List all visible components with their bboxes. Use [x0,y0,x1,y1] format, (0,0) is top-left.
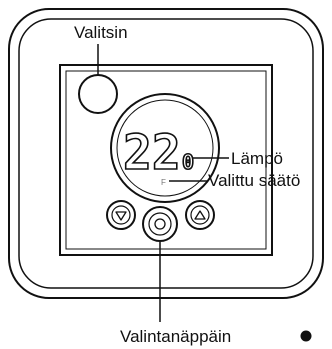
down-arrow-icon [115,211,127,221]
selector-knob[interactable] [78,74,118,114]
display-ring-inner [116,99,214,197]
unit-indicator: F [161,178,166,187]
down-button[interactable] [106,200,136,230]
select-circle-icon [154,218,166,230]
selection-button-label-text: Valintanäppäin [120,327,231,346]
temperature-label: Lämpö [231,149,283,168]
selection-button[interactable] [142,206,178,242]
temperature-readout: 22 [123,125,181,181]
up-arrow-icon [194,210,206,220]
selector-label: Valitsin [74,23,128,42]
selection-button-label: Valintanäppäin [120,327,231,346]
up-button[interactable] [185,200,215,230]
legend-dot-icon [300,330,312,342]
decimal-readout: 0 [182,150,194,174]
selected-setting-label: Valittu säätö [208,171,300,190]
